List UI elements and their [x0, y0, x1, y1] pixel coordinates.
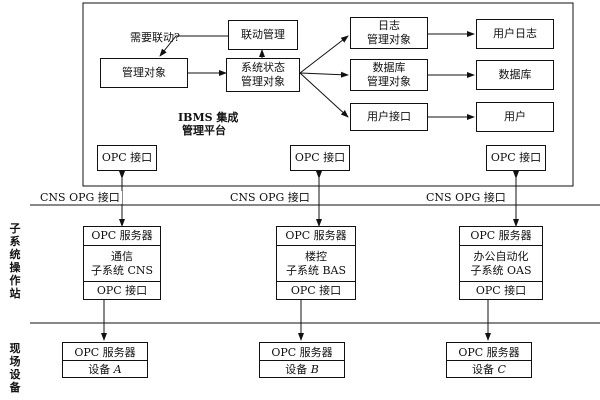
device-name-prefix: 设备	[285, 363, 308, 376]
bus-label-3: CNS OPG 接口	[424, 191, 508, 204]
device-name-prefix: 设备	[472, 363, 495, 376]
node-log-object-line1: 日志	[378, 19, 400, 32]
subsystem-server-cns: OPC 服务器 通信 子系统 CNS OPC 接口	[83, 226, 161, 300]
server-name-line2: 子系统 BAS	[285, 263, 347, 277]
arrow-status-to-log	[299, 35, 349, 74]
server-name-line2: 子系统 CNS	[90, 263, 154, 277]
bus-label-2: CNS OPG 接口	[228, 191, 312, 204]
server-name: 通信 子系统 CNS	[84, 245, 160, 281]
server-opc-interface: OPC 接口	[460, 281, 542, 299]
server-title: OPC 服务器	[285, 229, 347, 242]
server-opc-interface: OPC 接口	[277, 281, 355, 299]
server-name: 楼控 子系统 BAS	[277, 245, 355, 281]
linkage-question: 需要联动?	[130, 31, 180, 44]
node-managed-object: 管理对象	[100, 58, 188, 88]
arrow-status-to-db	[299, 71, 349, 78]
node-system-status-line1: 系统状态	[241, 61, 285, 74]
server-name-line1: 办公自动化	[473, 249, 529, 263]
device-name: 设备 A	[63, 360, 147, 377]
platform-title-line2: 管理平台	[182, 124, 226, 137]
node-db-object: 数据库 管理对象	[350, 59, 428, 91]
node-linkage-management: 联动管理	[228, 20, 298, 50]
platform-opc-interface-3: OPC 接口	[486, 145, 546, 171]
server-opc-interface: OPC 接口	[84, 281, 160, 299]
device-title: OPC 服务器	[271, 345, 333, 359]
server-name: 办公自动化 子系统 OAS	[460, 245, 542, 281]
device-name-letter: A	[113, 362, 122, 376]
node-user: 用户	[476, 102, 554, 132]
platform-frame	[82, 2, 574, 187]
device-title: OPC 服务器	[74, 345, 136, 359]
field-device-c: OPC 服务器 设备 C	[446, 342, 532, 378]
device-name-letter: B	[310, 362, 319, 376]
bus-label-1: CNS OPG 接口	[38, 191, 122, 204]
device-name: 设备 C	[447, 360, 531, 377]
node-log-object: 日志 管理对象	[350, 17, 428, 49]
node-system-status: 系统状态 管理对象	[226, 58, 300, 92]
server-name-line2: 子系统 OAS	[470, 263, 532, 277]
subsystem-server-bas: OPC 服务器 楼控 子系统 BAS OPC 接口	[276, 226, 356, 300]
node-database: 数据库	[476, 60, 554, 90]
platform-opc-interface-1: OPC 接口	[97, 145, 157, 171]
section-label-subsystem-ops: 子系统操作站	[9, 222, 21, 300]
node-user-log: 用户日志	[476, 19, 554, 49]
server-title: OPC 服务器	[91, 229, 153, 242]
device-name-prefix: 设备	[88, 363, 111, 376]
server-name-line1: 楼控	[305, 249, 327, 263]
device-title: OPC 服务器	[458, 345, 520, 359]
section-label-field-devices: 现场设备	[9, 342, 21, 394]
server-title: OPC 服务器	[470, 229, 532, 242]
server-name-line1: 通信	[111, 249, 133, 263]
device-name: 设备 B	[260, 360, 344, 377]
arrow-linkage-to-object	[159, 35, 228, 57]
platform-opc-interface-2: OPC 接口	[290, 145, 350, 171]
field-device-a: OPC 服务器 设备 A	[62, 342, 148, 378]
field-device-b: OPC 服务器 设备 B	[259, 342, 345, 378]
node-user-interface: 用户接口	[350, 103, 428, 131]
platform-title-line1: IBMS 集成	[178, 111, 239, 124]
node-system-status-line2: 管理对象	[241, 75, 285, 88]
subsystem-server-oas: OPC 服务器 办公自动化 子系统 OAS OPC 接口	[459, 226, 543, 300]
node-db-object-line2: 管理对象	[367, 75, 411, 88]
node-db-object-line1: 数据库	[372, 61, 406, 74]
arrow-status-to-ui	[299, 72, 349, 118]
node-log-object-line2: 管理对象	[367, 33, 411, 46]
device-name-letter: C	[497, 362, 506, 376]
